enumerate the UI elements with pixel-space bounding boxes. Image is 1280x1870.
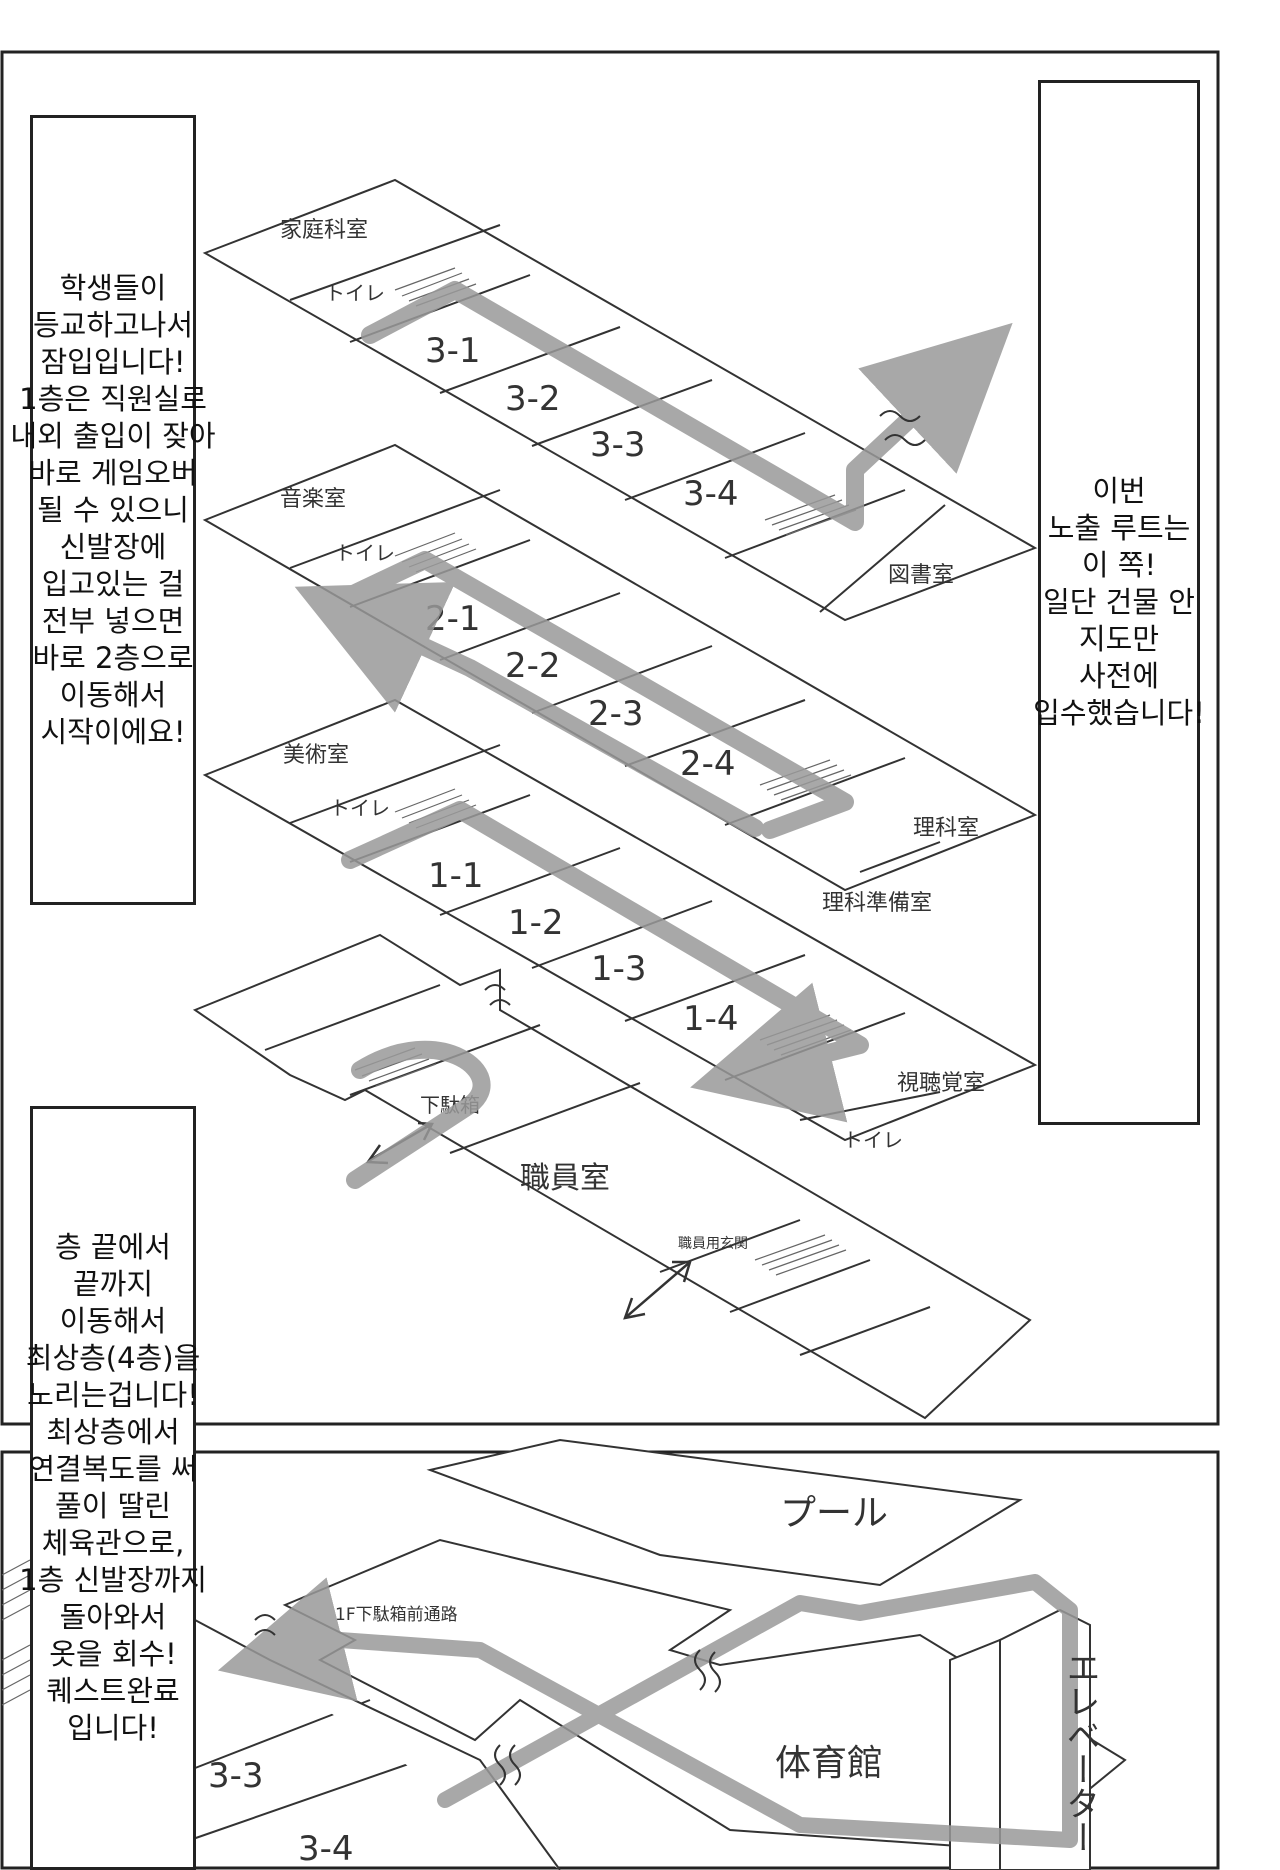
- room-label: 家庭科室: [280, 218, 368, 243]
- bottom-panel-labels: プール 1F下駄箱前通路 体育館 エレベーター 3-3 3-4: [208, 1493, 1100, 1869]
- room-label: 職員用玄関: [678, 1235, 748, 1252]
- room-label: 職員室: [520, 1161, 610, 1196]
- caption-line: 바로 2층으로: [32, 640, 194, 675]
- area-label: 3-3: [208, 1756, 264, 1796]
- room-label: トイレ: [335, 541, 395, 565]
- caption-line: 사전에: [1078, 659, 1160, 693]
- area-label: エレベーター: [1060, 1650, 1100, 1854]
- caption-line: 신발장에: [59, 529, 167, 564]
- room-label: 1-2: [508, 903, 564, 943]
- caption-line: 1층 신발장까지: [19, 1563, 207, 1597]
- caption-line: 잠입입니다!: [40, 344, 186, 379]
- caption-line: 시작이에요!: [40, 714, 186, 749]
- room-label: 視聴覚室: [897, 1071, 985, 1096]
- caption-line: 입고있는 걸: [41, 566, 185, 601]
- room-label: 音楽室: [280, 487, 346, 512]
- area-label: 1F下駄箱前通路: [335, 1605, 458, 1625]
- caption-line: 입니다!: [67, 1711, 159, 1745]
- area-label: プール: [780, 1493, 888, 1534]
- caption-line: 전부 넣으면: [41, 603, 185, 638]
- room-label: 2-1: [425, 599, 481, 639]
- area-label: 3-4: [298, 1829, 354, 1869]
- caption-line: 연결복도를 써: [28, 1452, 198, 1486]
- room-label: 1-3: [591, 949, 647, 989]
- room-label: 美術室: [283, 743, 349, 768]
- room-label: 3-1: [425, 331, 481, 371]
- caption-line: 돌아와서: [59, 1600, 167, 1634]
- caption-line: 층 끝에서: [55, 1230, 171, 1264]
- floor-1-labels: 美術室 トイレ 1-1 1-2 1-3 1-4 視聴覚室 トイレ: [283, 743, 985, 1152]
- caption-line: 노출 루트는: [1047, 511, 1191, 545]
- caption-line: 퀘스트완료: [46, 1674, 180, 1708]
- caption-line: 일단 건물 안: [1043, 585, 1195, 619]
- caption-line: 이동해서: [59, 1304, 167, 1338]
- room-label: 3-4: [683, 474, 739, 514]
- caption-line: 등교하고나서: [32, 307, 194, 342]
- room-label: 3-2: [505, 379, 561, 419]
- caption-line: 끝까지: [72, 1267, 154, 1301]
- break-marks: [484, 410, 926, 1006]
- caption-line: 이번: [1092, 474, 1146, 508]
- bottom-panel-left-stairs: [1, 1559, 31, 1706]
- caption-line: 풀이 딸린: [55, 1489, 171, 1523]
- caption-line: 지도만: [1078, 622, 1160, 656]
- caption-line: 최상층(4층)을: [25, 1341, 201, 1375]
- room-label: 2-4: [680, 744, 736, 784]
- caption-line: 옷을 회수!: [49, 1637, 177, 1671]
- caption-line: 될 수 있으니: [37, 492, 189, 527]
- break-marks-bottom: [254, 1614, 721, 1786]
- room-label: トイレ: [843, 1128, 903, 1152]
- room-label: 理科準備室: [822, 891, 932, 916]
- caption-line: 최상층에서: [46, 1415, 180, 1449]
- room-label: トイレ: [325, 281, 385, 305]
- caption-box-left-top: 학생들이 등교하고나서 잠입입니다! 1층은 직원실로 내외 출입이 잦아 바로…: [10, 115, 216, 905]
- caption-line: 바로 게임오버: [28, 455, 198, 490]
- room-label: 2-2: [505, 646, 561, 686]
- caption-line: 이 쪽!: [1081, 548, 1157, 582]
- caption-line: 학생들이: [59, 270, 167, 305]
- caption-line: 입수했습니다!: [1033, 696, 1205, 730]
- room-label: 3-3: [590, 425, 646, 465]
- bottom-panel-plan: [189, 1438, 1127, 1870]
- caption-line: 노리는겁니다!: [27, 1378, 199, 1412]
- room-label: 図書室: [888, 563, 954, 588]
- caption-line: 1층은 직원실로: [19, 381, 207, 416]
- top-panel-frame: [0, 50, 1220, 1426]
- caption-box-left-bottom: 층 끝에서 끝까지 이동해서 최상층(4층)을 노리는겁니다! 최상층에서 연결…: [19, 1106, 207, 1870]
- floor-3-labels: 家庭科室 トイレ 3-1 3-2 3-3 3-4 図書室: [280, 218, 954, 588]
- room-label: 理科室: [913, 816, 979, 841]
- room-label: 1-4: [683, 999, 739, 1039]
- caption-line: 체육관으로,: [41, 1526, 185, 1560]
- caption-line: 이동해서: [59, 677, 167, 712]
- caption-line: 내외 출입이 잦아: [10, 418, 216, 453]
- route-path-bottom: [217, 1574, 1078, 1848]
- room-label: トイレ: [330, 796, 390, 820]
- room-label: 2-3: [588, 694, 644, 734]
- area-label: 体育館: [775, 1743, 883, 1784]
- room-label: 1-1: [428, 856, 484, 896]
- caption-box-right: 이번 노출 루트는 이 쪽! 일단 건물 안 지도만 사전에 입수했습니다!: [1033, 80, 1205, 1125]
